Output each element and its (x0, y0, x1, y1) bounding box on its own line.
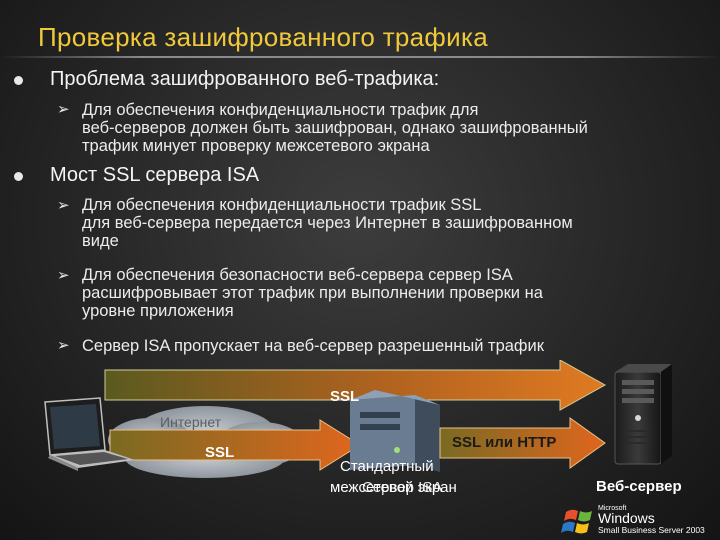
internet-label: Интернет (160, 414, 222, 430)
bullet-dot (14, 172, 23, 181)
sub-bullet-arrow-icon: ➢ (57, 101, 70, 118)
logo-microsoft: Microsoft (598, 505, 627, 512)
left-arrow-label: SSL (205, 444, 235, 461)
sub-bullet-2-2: Для обеспечения безопасности веб-сервера… (82, 266, 543, 320)
web-server-label: Веб-сервер (596, 478, 682, 495)
isa-server-icon (350, 390, 440, 472)
network-diagram (44, 360, 672, 534)
sub-bullet-2-1: Для обеспечения конфиденциальности трафи… (82, 196, 573, 250)
firewall-label-line2: межсетевой экран (330, 479, 457, 496)
ssl-left-arrow (109, 419, 361, 471)
ssl-or-http-arrow (439, 417, 606, 469)
top-arrow-label: SSL (330, 388, 360, 405)
bullet-heading-2: Мост SSL сервера ISA (50, 164, 260, 186)
bullet-dot (14, 76, 23, 85)
windows-logo-icon (561, 509, 592, 534)
sub-bullet-arrow-icon: ➢ (57, 267, 70, 284)
firewall-label-line1: Стандартный (340, 458, 434, 475)
slide-title: Проверка зашифрованного трафика (38, 22, 488, 52)
right-arrow-label: SSL или HTTP (452, 434, 557, 451)
bullet-heading-1: Проблема зашифрованного веб-трафика: (50, 68, 440, 90)
web-server-icon (614, 364, 672, 465)
logo-windows: Windows (598, 510, 655, 526)
isa-server-label: Сервер ISA (362, 479, 443, 496)
logo-product: Small Business Server 2003 (598, 525, 705, 535)
title-divider (0, 56, 720, 58)
sub-bullet-2-3: Сервер ISA пропускает на веб-сервер разр… (82, 337, 544, 355)
laptop-icon (44, 397, 135, 471)
sub-bullet-1-1: Для обеспечения конфиденциальности трафи… (82, 101, 588, 155)
sub-bullet-arrow-icon: ➢ (57, 197, 70, 214)
sub-bullet-arrow-icon: ➢ (57, 337, 70, 354)
ssl-top-arrow (104, 360, 607, 411)
